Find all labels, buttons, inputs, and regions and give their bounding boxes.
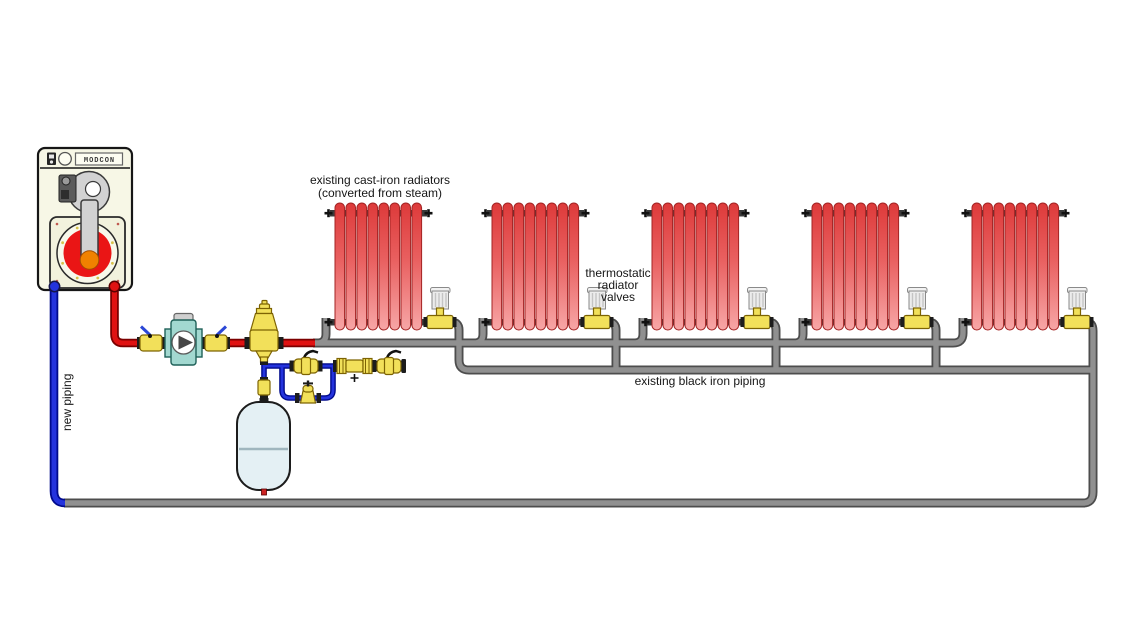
air-separator-cone: [249, 312, 279, 332]
boiler-brand-plate: [74, 152, 124, 166]
boiler-display-icon: [47, 152, 56, 165]
valve-lever: [215, 325, 228, 337]
existing-pipe-core: [64, 318, 1096, 506]
circulator-pump-assembly: [137, 312, 230, 366]
label-trv-line1: thermostatic: [585, 266, 650, 280]
boiler-blower: [58, 170, 111, 270]
test-port-icon: [350, 374, 359, 382]
existing-black-iron-piping: [64, 317, 1098, 508]
expansion-tank-shell: [236, 401, 291, 491]
burner-bolts: [61, 226, 114, 280]
valve-lever: [139, 325, 152, 337]
label-trv-line2: radiator: [598, 278, 639, 292]
supply-pipe-core: [112, 285, 315, 346]
label-trv-line3: valves: [601, 290, 635, 304]
radiator-4: [801, 202, 910, 331]
expansion-tank: [236, 398, 291, 496]
boiler: MODCON: [36, 146, 134, 292]
boiler-return-tapping: [48, 280, 61, 293]
pump-flow-arrow-icon: [178, 335, 193, 350]
new-return-pipe: [49, 285, 66, 508]
thermostatic-valve-5: [1059, 286, 1095, 330]
boiler-brand-text: MODCON: [84, 157, 115, 165]
thermostatic-valve-3: [739, 286, 775, 330]
fill-bypass-ball-valve: [288, 349, 324, 376]
boiler-supply-tapping: [108, 280, 121, 293]
label-radiators-line2: (converted from steam): [318, 186, 442, 200]
pump-isolation-valve-left: [137, 325, 165, 352]
radiator-3: [641, 202, 750, 331]
new-supply-pipe: [110, 285, 315, 348]
label-new-piping: new piping: [60, 374, 74, 431]
pump-isolation-valve-right: [202, 325, 230, 352]
boiler-gauge-icon: [58, 151, 72, 166]
radiator-5: [961, 202, 1070, 331]
supply-pipe-outline: [110, 285, 315, 348]
backflow-preventer: [333, 357, 376, 382]
burner-orifice: [79, 250, 100, 270]
fill-pressure-reducing-valve: [295, 380, 321, 404]
return-pipe-core: [51, 285, 66, 506]
cold-water-connection-cap: [401, 359, 406, 373]
tank-air-valve: [261, 488, 267, 496]
thermostatic-valve-4: [899, 286, 935, 330]
thermostatic-valve-1: [422, 286, 458, 330]
label-existing-piping: existing black iron piping: [635, 374, 766, 388]
air-separator-body: [249, 329, 279, 352]
gas-valve: [58, 174, 77, 203]
expansion-tank-valve: [257, 377, 271, 398]
fill-valve-bell: [299, 390, 317, 404]
radiator-1: [324, 202, 433, 331]
fill-supply-ball-valve: [371, 349, 407, 376]
air-separator: [244, 299, 284, 365]
blower-inlet: [84, 180, 102, 198]
label-radiators-line1: existing cast-iron radiators: [310, 173, 450, 187]
radiator-2: [481, 202, 590, 331]
